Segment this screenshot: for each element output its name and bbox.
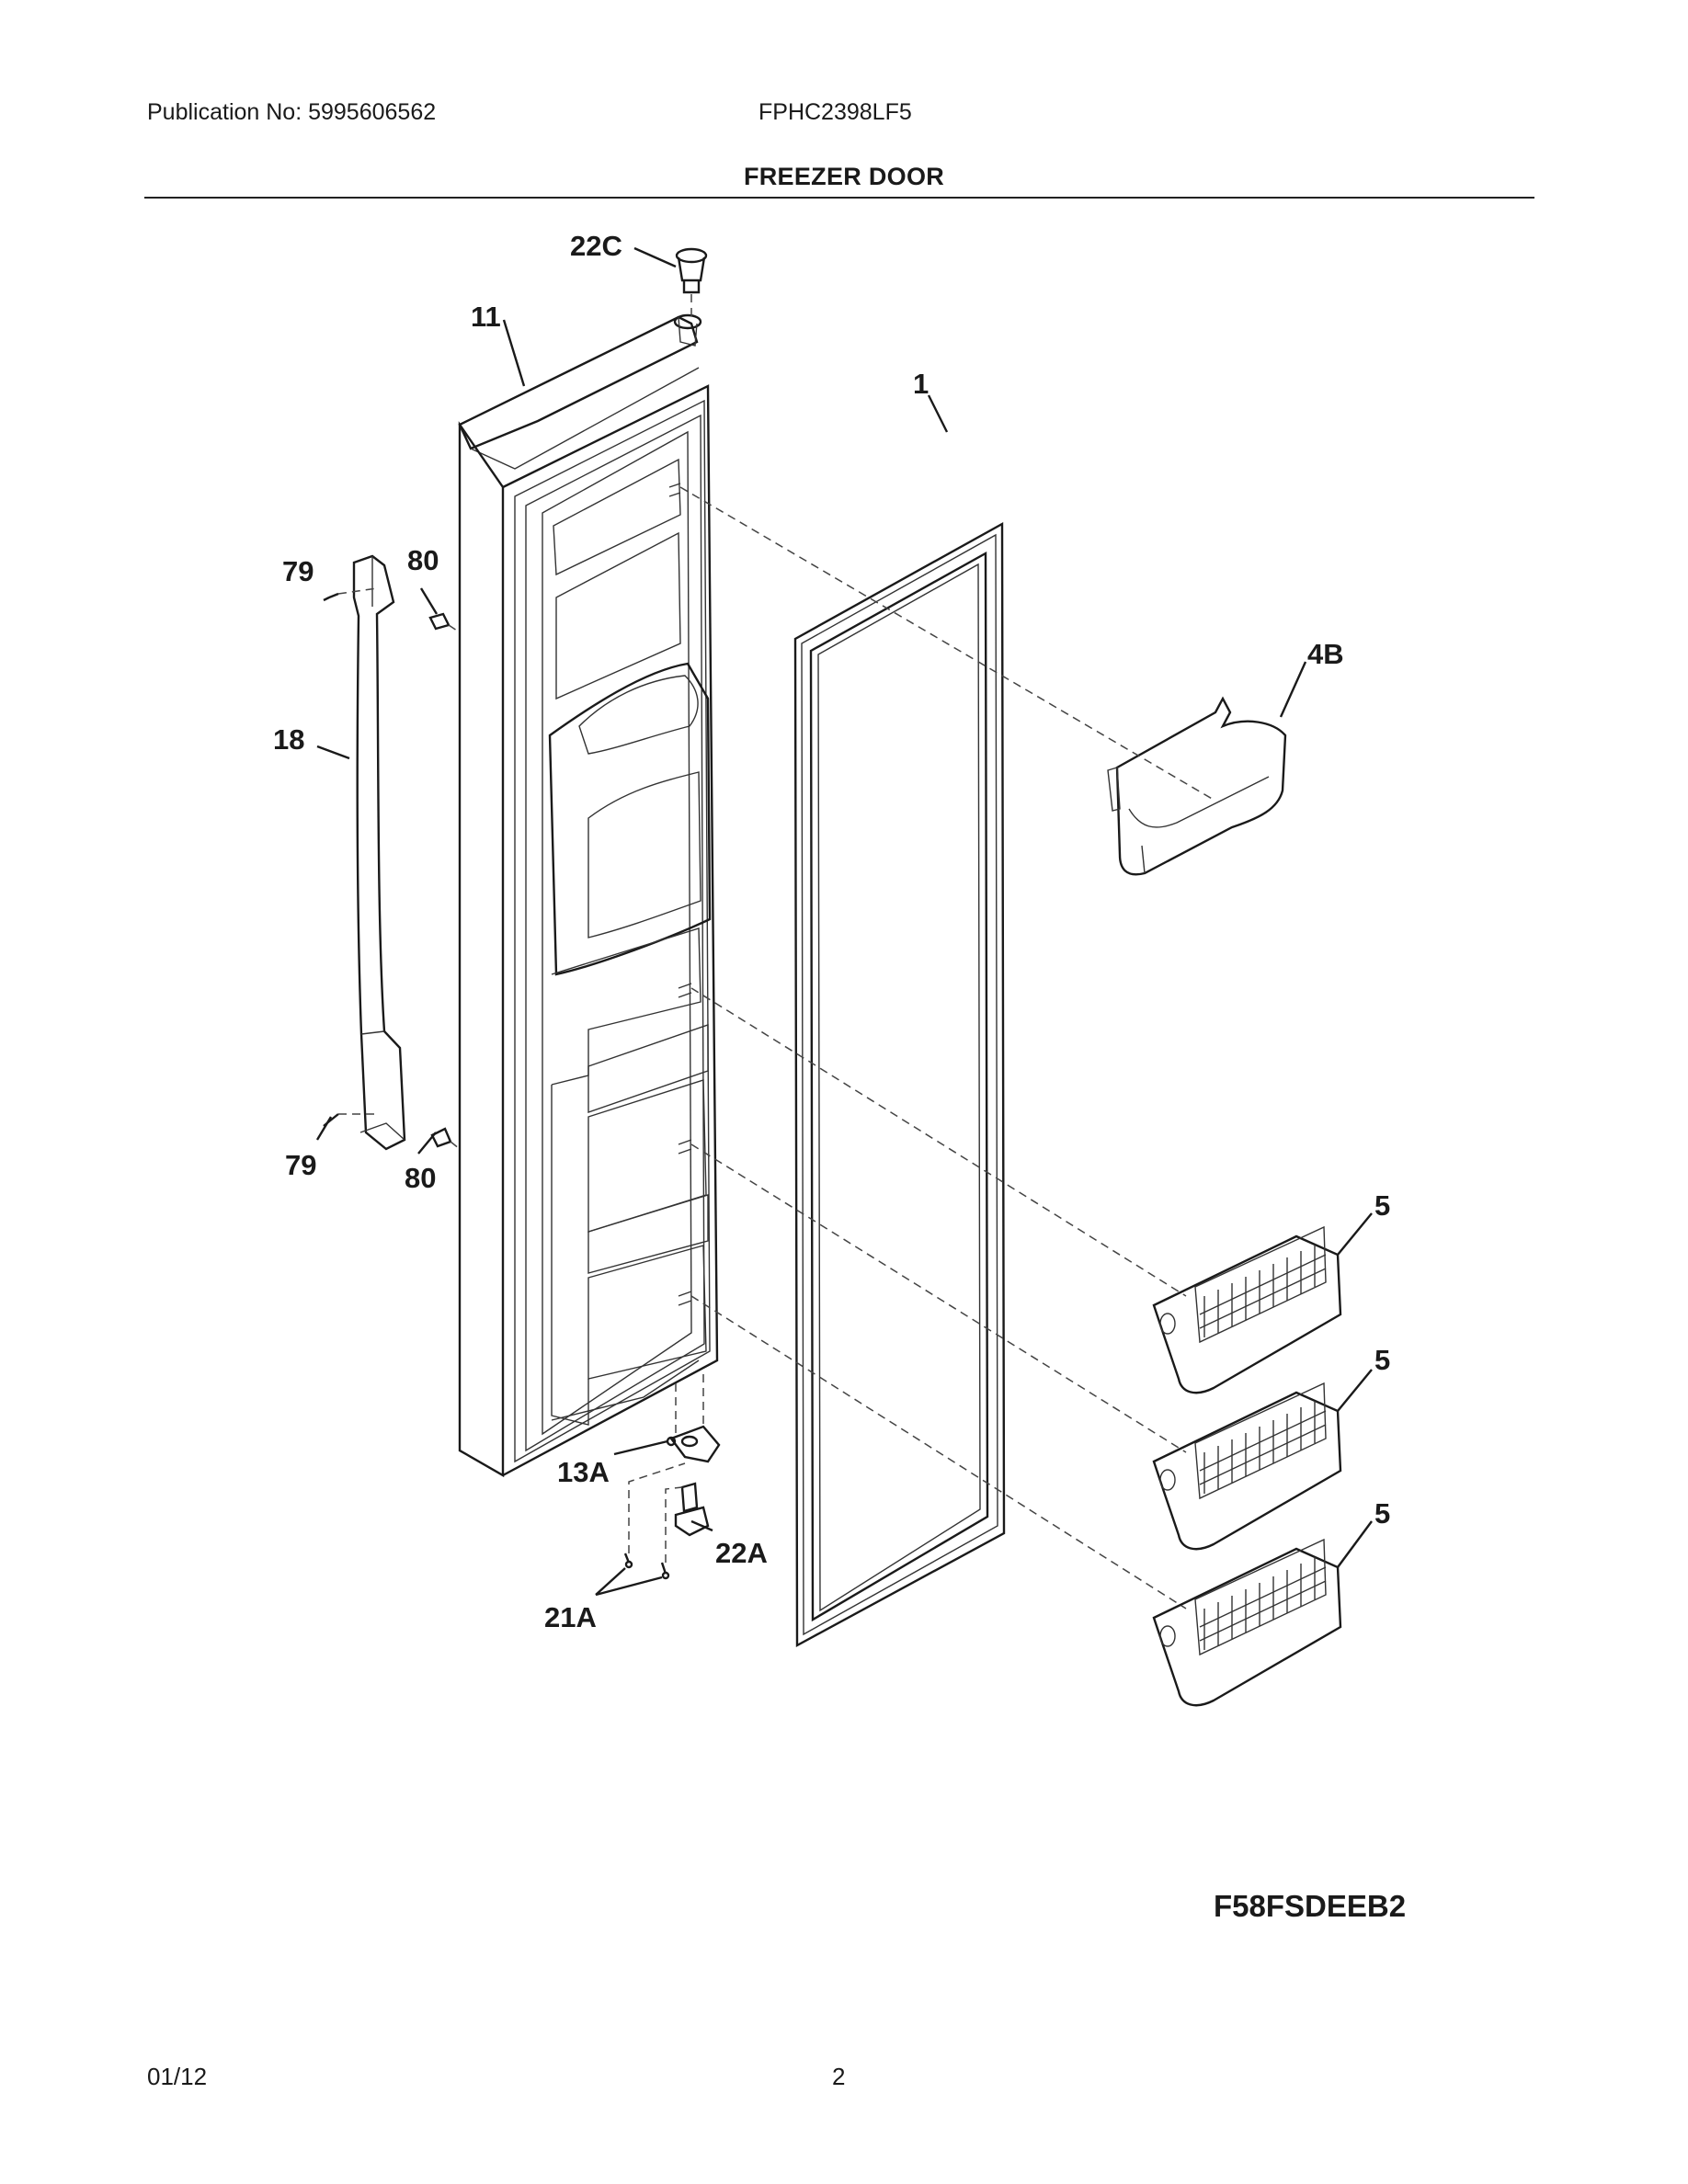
screws-part-21A[interactable] [623, 1553, 670, 1580]
freezer-basket-part-5-top[interactable] [1152, 1225, 1342, 1394]
callout-5-top: 5 [1374, 1189, 1390, 1222]
bolt-part-80-bottom[interactable] [430, 1127, 452, 1148]
callout-1: 1 [913, 368, 929, 400]
hinge-bushing-part-22C[interactable] [675, 247, 708, 294]
publication-number: Publication No: 5995606562 [147, 99, 437, 125]
screw-part-79-top[interactable] [323, 592, 339, 602]
freezer-door-part-11[interactable] [458, 313, 719, 1478]
door-bin-part-4B[interactable] [1107, 696, 1287, 876]
footer-date: 01/12 [147, 2063, 208, 2090]
callout-22C: 22C [570, 230, 622, 262]
bolt-part-80-top[interactable] [428, 612, 451, 631]
freezer-basket-part-5-bottom[interactable] [1152, 1538, 1342, 1707]
header-divider [144, 197, 1534, 199]
door-gasket-part-1[interactable] [793, 521, 1006, 1648]
callout-5-bottom: 5 [1374, 1497, 1390, 1530]
callout-18: 18 [273, 723, 304, 756]
callout-5-middle: 5 [1374, 1344, 1390, 1376]
callout-4B: 4B [1307, 638, 1344, 670]
callout-13A: 13A [557, 1456, 610, 1488]
model-number: FPHC2398LF5 [758, 99, 912, 125]
callout-80-bottom: 80 [405, 1162, 436, 1194]
callout-80-top: 80 [407, 544, 439, 576]
callout-22A: 22A [715, 1537, 768, 1569]
freezer-basket-part-5-middle[interactable] [1152, 1382, 1342, 1551]
callout-11: 11 [471, 301, 501, 333]
callout-79-bottom: 79 [285, 1149, 316, 1181]
diagram-code: F58FSDEEB2 [1214, 1889, 1407, 1923]
hinge-pin-part-22A[interactable] [674, 1482, 710, 1537]
door-handle-part-18[interactable] [352, 554, 406, 1151]
page-number: 2 [832, 2063, 846, 2090]
callout-21A: 21A [544, 1601, 597, 1633]
callout-79-top: 79 [282, 555, 314, 587]
hinge-bracket-part-13A[interactable] [666, 1425, 721, 1463]
page-title: FREEZER DOOR [743, 163, 945, 190]
